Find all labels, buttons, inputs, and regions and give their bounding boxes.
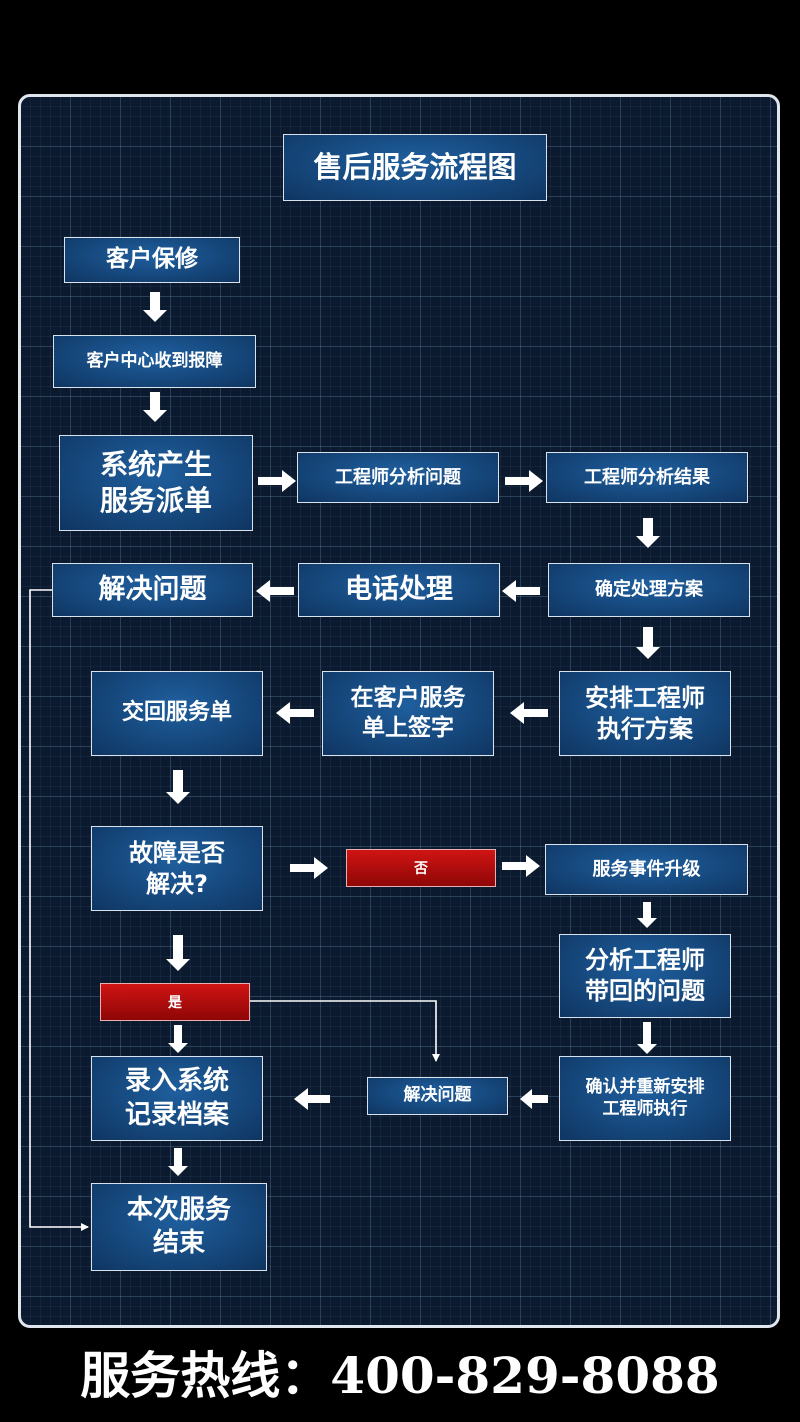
node-label: 客户中心收到报障 [86,350,223,371]
title-text: 售后服务流程图 [313,149,517,184]
arrow-left-2 [256,580,294,602]
arrow-left-1 [502,580,540,602]
arrow-down-10 [168,1148,188,1176]
arrow-down-9 [168,1025,188,1053]
page-title: 售后服务流程图 [283,134,547,201]
node-label-line2: 结束 [152,1228,205,1258]
node-label: 确定处理方案 [595,579,703,601]
node-label-line1: 系统产生 [99,448,212,482]
arrow-right-4 [502,855,540,877]
arrow-left-3 [510,702,548,724]
arrow-right-3 [290,857,328,879]
arrow-right-2 [505,470,543,492]
arrow-down-7 [166,935,190,971]
node-label-line2: 服务派单 [99,484,212,517]
arrow-down-4 [636,627,660,659]
node-label-line1: 确认并重新安排 [585,1076,705,1097]
node-label-line2: 带回的问题 [585,977,705,1005]
hotline-text: 服务热线：400-829-8088 [80,1346,720,1405]
arrow-left-6 [294,1088,330,1110]
node-label: 解决问题 [403,1085,472,1106]
decision-no-label: 否 [346,849,496,887]
node-label-line2: 工程师执行 [602,1098,688,1119]
node-label: 电话处理 [345,573,453,605]
arrow-down-8 [637,1022,657,1054]
node-label: 工程师分析问题 [335,466,461,488]
node-label-line2: 执行方案 [597,714,693,743]
node-label-line2: 记录档案 [124,1099,229,1130]
node-solve-problem-2: 解决问题 [367,1077,508,1115]
node-label: 解决问题 [98,573,207,605]
arrow-down-1 [143,292,167,322]
arrow-right-1 [258,470,296,492]
node-label-line1: 录入系统 [124,1066,229,1097]
decision-yes-label: 是 [100,983,250,1021]
node-label-line1: 分析工程师 [585,946,705,975]
yes-text: 是 [168,995,182,1011]
node-service-end: 本次服务 结束 [91,1183,267,1271]
node-return-form: 交回服务单 [91,671,263,756]
node-label: 客户保修 [106,246,198,273]
node-engineer-result: 工程师分析结果 [546,452,748,503]
no-text: 否 [414,861,428,877]
node-reconfirm: 确认并重新安排 工程师执行 [559,1056,731,1141]
node-label: 工程师分析结果 [584,466,710,488]
node-confirm-plan: 确定处理方案 [548,563,750,617]
node-label: 服务事件升级 [592,858,701,880]
arrow-down-3 [636,518,660,548]
node-arrange-engineer: 安排工程师 执行方案 [559,671,731,756]
node-label-line2: 单上签字 [362,714,454,741]
node-system-dispatch: 系统产生 服务派单 [59,435,253,531]
node-engineer-analyze: 工程师分析问题 [297,452,499,503]
node-label-line1: 在客户服务 [350,685,466,712]
arrow-down-6 [637,902,657,928]
node-center-receive: 客户中心收到报障 [53,335,256,388]
arrow-down-5 [166,770,190,804]
arrow-down-2 [143,392,167,422]
node-label: 交回服务单 [121,700,232,726]
node-record-system: 录入系统 记录档案 [91,1056,263,1141]
arrow-left-5 [520,1089,548,1109]
node-fault-resolved: 故障是否 解决? [91,826,263,911]
node-label-line1: 安排工程师 [585,683,705,712]
node-phone-handle: 电话处理 [298,563,500,617]
arrow-left-4 [276,702,314,724]
node-label-line1: 故障是否 [129,838,225,867]
loop-line-left [29,589,89,1231]
node-label-line2: 解决? [146,869,208,898]
node-escalate: 服务事件升级 [545,844,748,895]
node-customer-report: 客户保修 [64,237,240,283]
node-customer-sign: 在客户服务 单上签字 [322,671,494,756]
line-yes-to-solve [250,1000,440,1062]
node-analyze-returned: 分析工程师 带回的问题 [559,934,731,1018]
node-label-line1: 本次服务 [126,1194,231,1225]
node-solve-problem: 解决问题 [52,563,253,617]
